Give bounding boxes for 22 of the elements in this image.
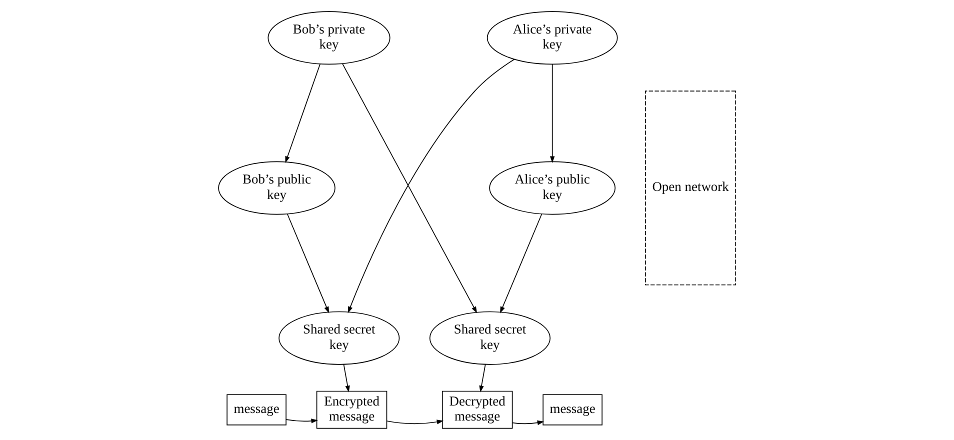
node-ellipse: Shared secret key [278, 311, 400, 365]
arrow [286, 214, 330, 314]
node-box: Encrypted message [316, 390, 388, 429]
node-box: message [542, 394, 602, 426]
node-ellipse: Shared secret key [429, 311, 551, 365]
arrow [500, 214, 542, 314]
arrow [348, 58, 515, 314]
arrow [479, 364, 486, 392]
label: Open network [652, 179, 729, 194]
arrow [286, 418, 318, 424]
node-box: Decrypted message [442, 390, 513, 429]
node-box: message [226, 394, 286, 426]
arrow [343, 364, 350, 392]
arrow [550, 64, 555, 163]
node-ellipse: Alice’s public key [489, 161, 616, 215]
node-ellipse: Bob’s private key [268, 11, 390, 65]
arrow [512, 420, 544, 426]
node-ellipse: Alice’s private key [486, 11, 618, 65]
arrow [342, 63, 478, 314]
arrow [386, 420, 444, 424]
node-ellipse: Bob’s public key [218, 161, 336, 215]
arrow [285, 63, 321, 164]
